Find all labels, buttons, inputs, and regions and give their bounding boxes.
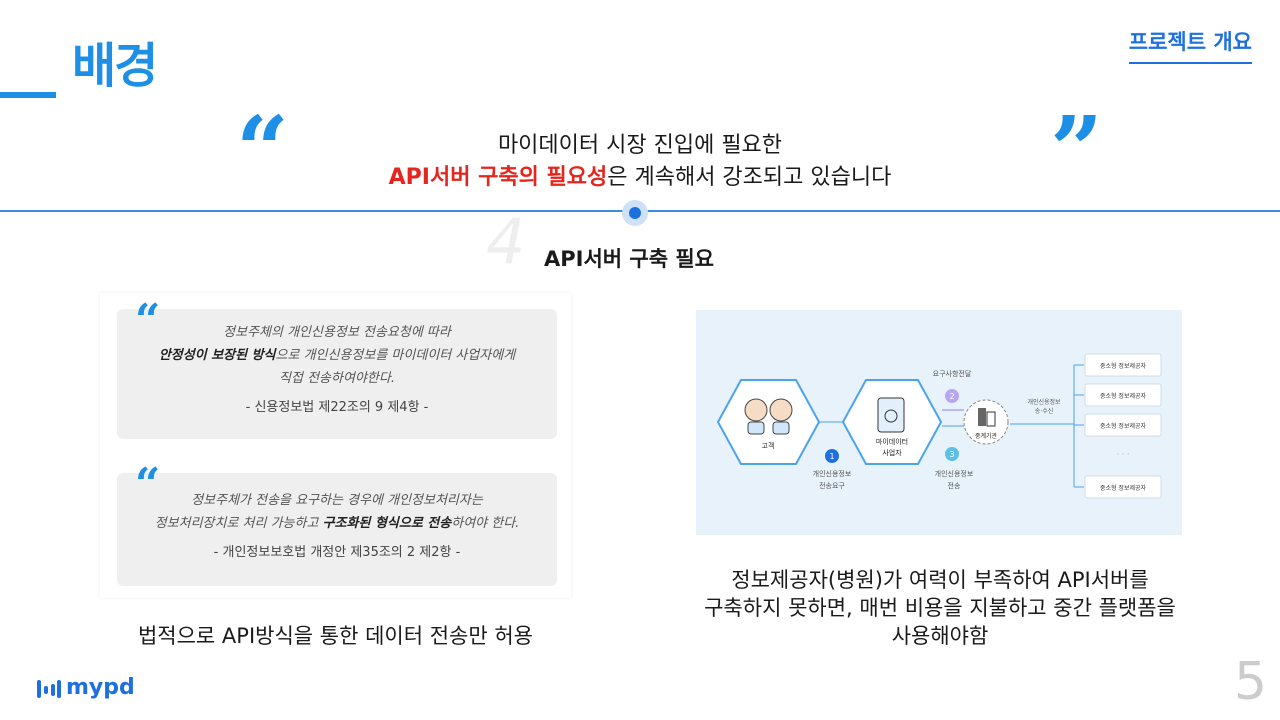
- provider-box: 중소형 정보제공자: [1084, 383, 1162, 407]
- right-caption: 정보제공자(병원)가 여력이 부족하여 API서버를 구축하지 못하면, 매번 …: [660, 566, 1220, 650]
- step2-label: 요구사항전달: [933, 369, 972, 378]
- customer-label: 고객: [762, 441, 775, 450]
- logo-text: mypd: [66, 675, 135, 700]
- quote-line: 직접 전송하여야한다.: [279, 371, 395, 386]
- relay-label: 중계기관: [975, 432, 998, 440]
- law-quote-panel: “ 정보주체의 개인신용정보 전송요청에 따라 안정성이 보장된 방식으로 개인…: [100, 293, 571, 598]
- provider-box: 중소형 정보제공자: [1084, 353, 1162, 377]
- headline-emphasis: API서버 구축의 필요성: [388, 165, 608, 190]
- step3-label: 개인신용정보: [935, 469, 974, 478]
- provider-label: 중소형 정보제공자: [1100, 392, 1147, 400]
- provider-box: 중소형 정보제공자: [1084, 413, 1162, 437]
- relay-transfer-label: 송·수신: [1035, 407, 1053, 415]
- quote-text: 으로 개인신용정보를 마이데이터 사업자에게: [275, 348, 516, 363]
- step3-label: 전송: [948, 481, 961, 490]
- mydata-label: 사업자: [882, 448, 902, 457]
- quote-source: - 개인정보보호법 개정안 제35조의 2 제2항 -: [213, 545, 461, 560]
- step1-label: 개인신용정보: [813, 469, 852, 478]
- quote-icon: “: [135, 459, 161, 510]
- provider-label: 중소형 정보제공자: [1100, 422, 1147, 430]
- quote-source: - 신용정보법 제22조의 9 제4항 -: [245, 400, 429, 415]
- page-number: 5: [1234, 652, 1268, 712]
- quote-text: 정보처리장치로 처리 가능하고: [154, 516, 323, 531]
- headline: 마이데이터 시장 진입에 필요한 API서버 구축의 필요성은 계속해서 강조되…: [280, 130, 1000, 194]
- timeline-dot: [629, 207, 641, 219]
- step-badge-1: [825, 449, 839, 463]
- step1-label: 전송요구: [819, 481, 845, 490]
- quote-line: 정보주체의 개인신용정보 전송요청에 따라: [223, 325, 451, 340]
- law-quote-card: “ 정보주체가 전송을 요구하는 경우에 개인정보처리자는 정보처리장치로 처리…: [117, 463, 557, 586]
- close-quote-icon: ”: [1050, 96, 1103, 204]
- mydata-label: 마이데이터: [876, 437, 908, 446]
- mydata-provider-node: 마이데이터 사업자: [841, 379, 943, 465]
- quote-icon: “: [135, 295, 161, 346]
- title-underline: [0, 92, 56, 98]
- headline-line2-rest: 은 계속해서 강조되고 있습니다: [607, 165, 892, 190]
- quote-line: 정보처리장치로 처리 가능하고 구조화된 형식으로 전송하여야 한다.: [117, 512, 557, 535]
- law-quote-card: “ 정보주체의 개인신용정보 전송요청에 따라 안정성이 보장된 방식으로 개인…: [117, 299, 557, 439]
- quote-text: 하여야 한다.: [451, 516, 520, 531]
- step-number: 4: [486, 205, 526, 278]
- step-badge-1-label: 1: [829, 452, 834, 461]
- logo-icon: [37, 680, 61, 698]
- quote-line: 안정성이 보장된 방식으로 개인신용정보를 마이데이터 사업자에게: [117, 344, 557, 367]
- provider-label: 중소형 정보제공자: [1100, 362, 1147, 370]
- relay-node: 중계기관: [963, 399, 1009, 445]
- relay-transfer-label: 개인신용정보: [1027, 398, 1061, 406]
- page-title: 배경: [72, 38, 158, 94]
- quote-bold: 안정성이 보장된 방식: [158, 348, 276, 363]
- section-label: 프로젝트 개요: [1128, 26, 1252, 64]
- step-badge-3: [945, 447, 959, 461]
- step-badge-3-label: 3: [949, 450, 954, 459]
- section-subtitle: API서버 구축 필요: [544, 247, 714, 271]
- customer-node: 고객: [716, 379, 821, 465]
- provider-ellipsis: · · ·: [1117, 450, 1130, 459]
- right-caption-line: 구축하지 못하면, 매번 비용을 지불하고 중간 플랫폼을: [704, 596, 1176, 620]
- open-quote-icon: “: [236, 96, 289, 204]
- provider-label: 중소형 정보제공자: [1100, 484, 1147, 492]
- mydata-flow-diagram: 고객 1 개인신용정보 전송요구 마이데이터 사업자 요구사항전달 2 3 개인…: [696, 310, 1182, 535]
- left-caption: 법적으로 API방식을 통한 데이터 전송만 허용: [137, 624, 534, 648]
- right-caption-line: 정보제공자(병원)가 여력이 부족하여 API서버를: [731, 568, 1149, 592]
- headline-line1: 마이데이터 시장 진입에 필요한: [497, 133, 783, 158]
- quote-bold: 구조화된 형식으로 전송: [322, 516, 452, 531]
- step-badge-2: [945, 389, 959, 403]
- step-badge-2-label: 2: [949, 392, 954, 401]
- headline-line2: API서버 구축의 필요성은 계속해서 강조되고 있습니다: [280, 162, 1000, 194]
- quote-line: 정보주체가 전송을 요구하는 경우에 개인정보처리자는: [191, 493, 483, 508]
- right-caption-line: 사용해야함: [891, 624, 989, 648]
- provider-box: 중소형 정보제공자: [1084, 475, 1162, 499]
